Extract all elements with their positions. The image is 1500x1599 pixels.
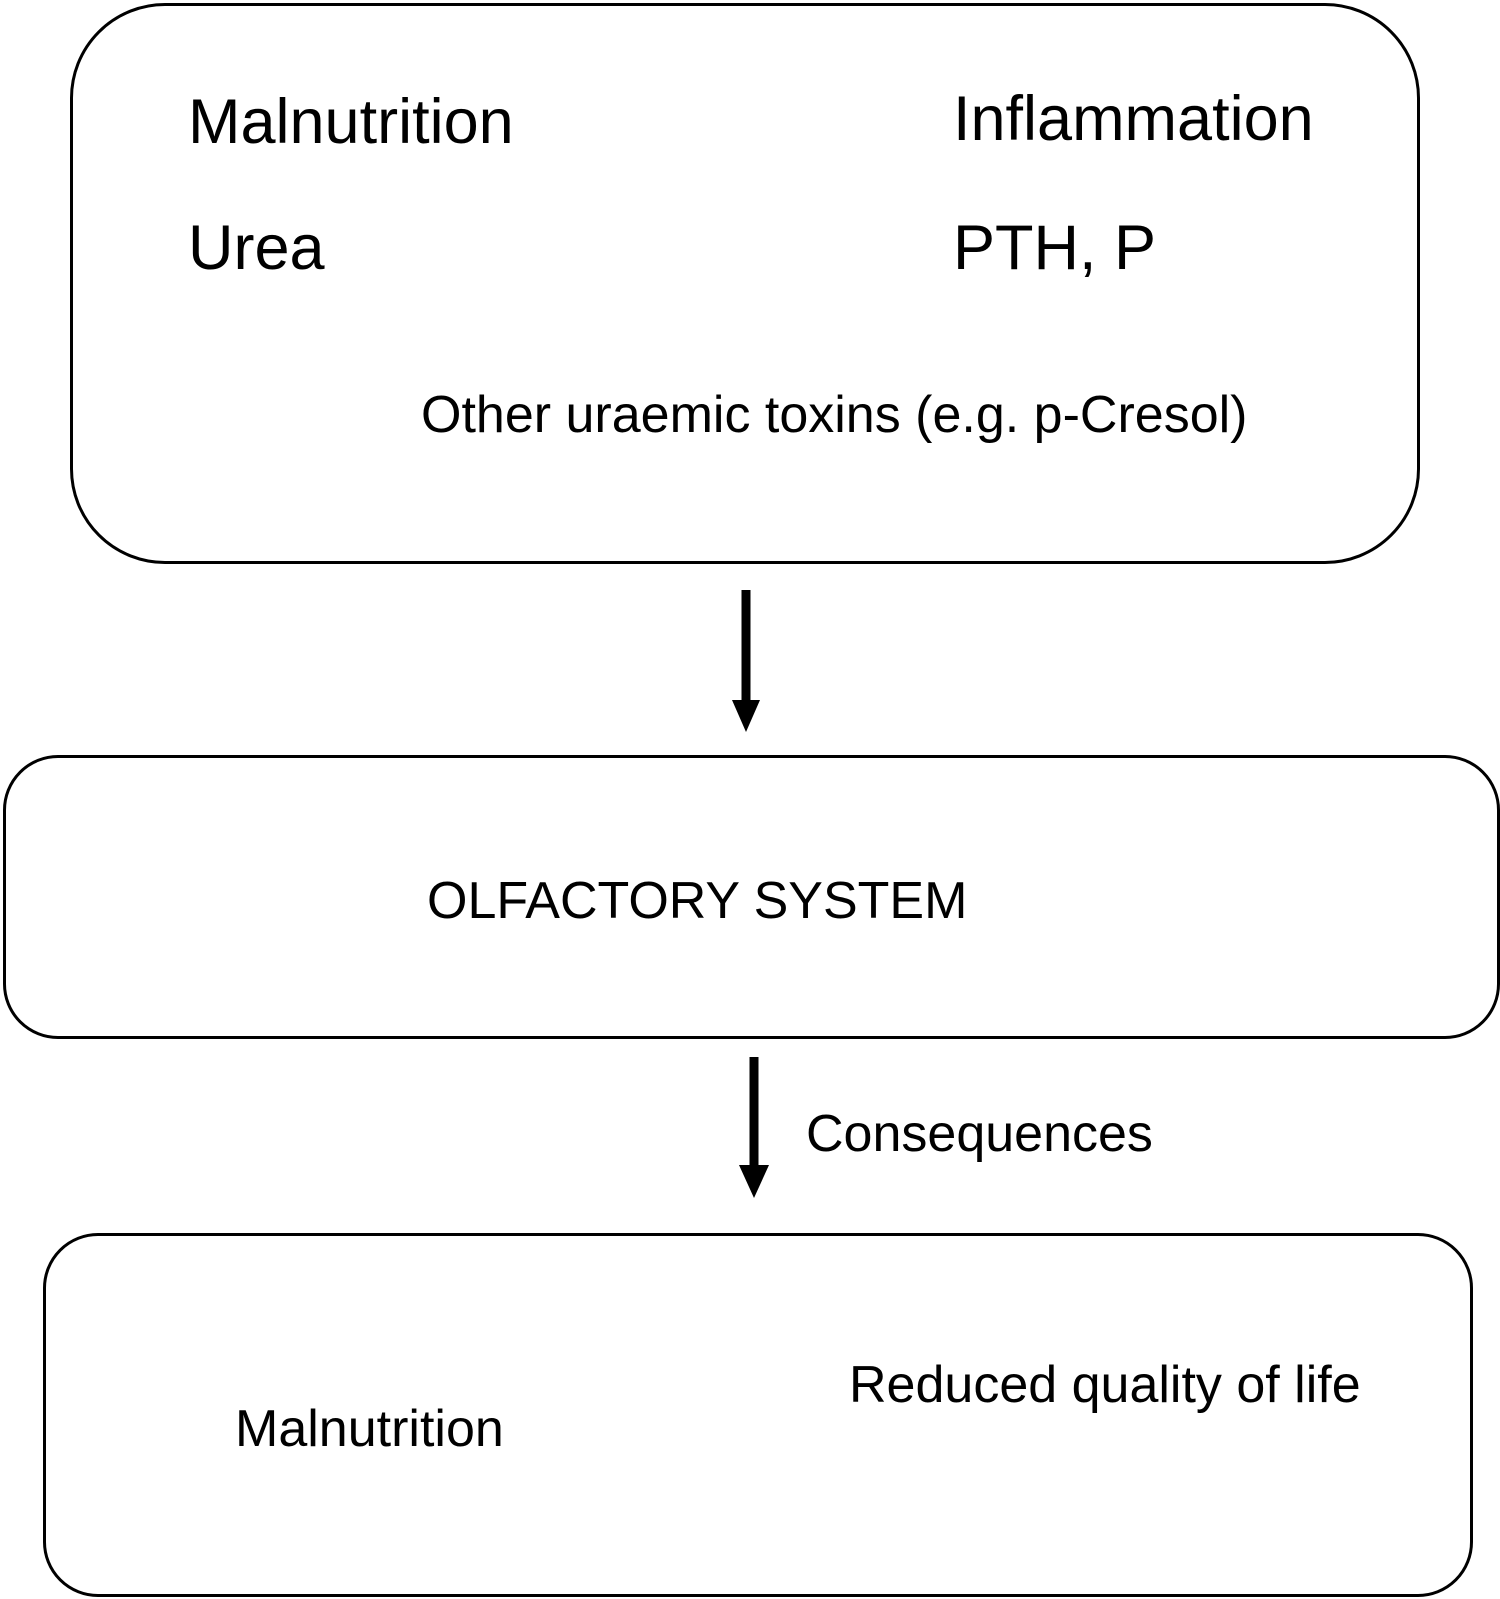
cause-pth-p: PTH, P [953, 213, 1157, 283]
olfactory-system-box [3, 755, 1500, 1039]
cause-inflammation: Inflammation [953, 84, 1314, 154]
arrow-causes-to-olfactory [732, 590, 760, 732]
consequences-box [43, 1233, 1473, 1597]
cause-other-uraemic-toxins: Other uraemic toxins (e.g. p-Cresol) [421, 386, 1248, 444]
causes-box [70, 3, 1420, 564]
consequences-label: Consequences [806, 1105, 1153, 1163]
consequence-reduced-quality-of-life: Reduced quality of life [849, 1356, 1361, 1414]
consequence-malnutrition: Malnutrition [235, 1400, 504, 1458]
arrow-olfactory-to-consequences [739, 1057, 769, 1198]
cause-urea: Urea [188, 213, 325, 283]
cause-malnutrition: Malnutrition [188, 87, 514, 157]
olfactory-system-label: OLFACTORY SYSTEM [427, 872, 968, 930]
